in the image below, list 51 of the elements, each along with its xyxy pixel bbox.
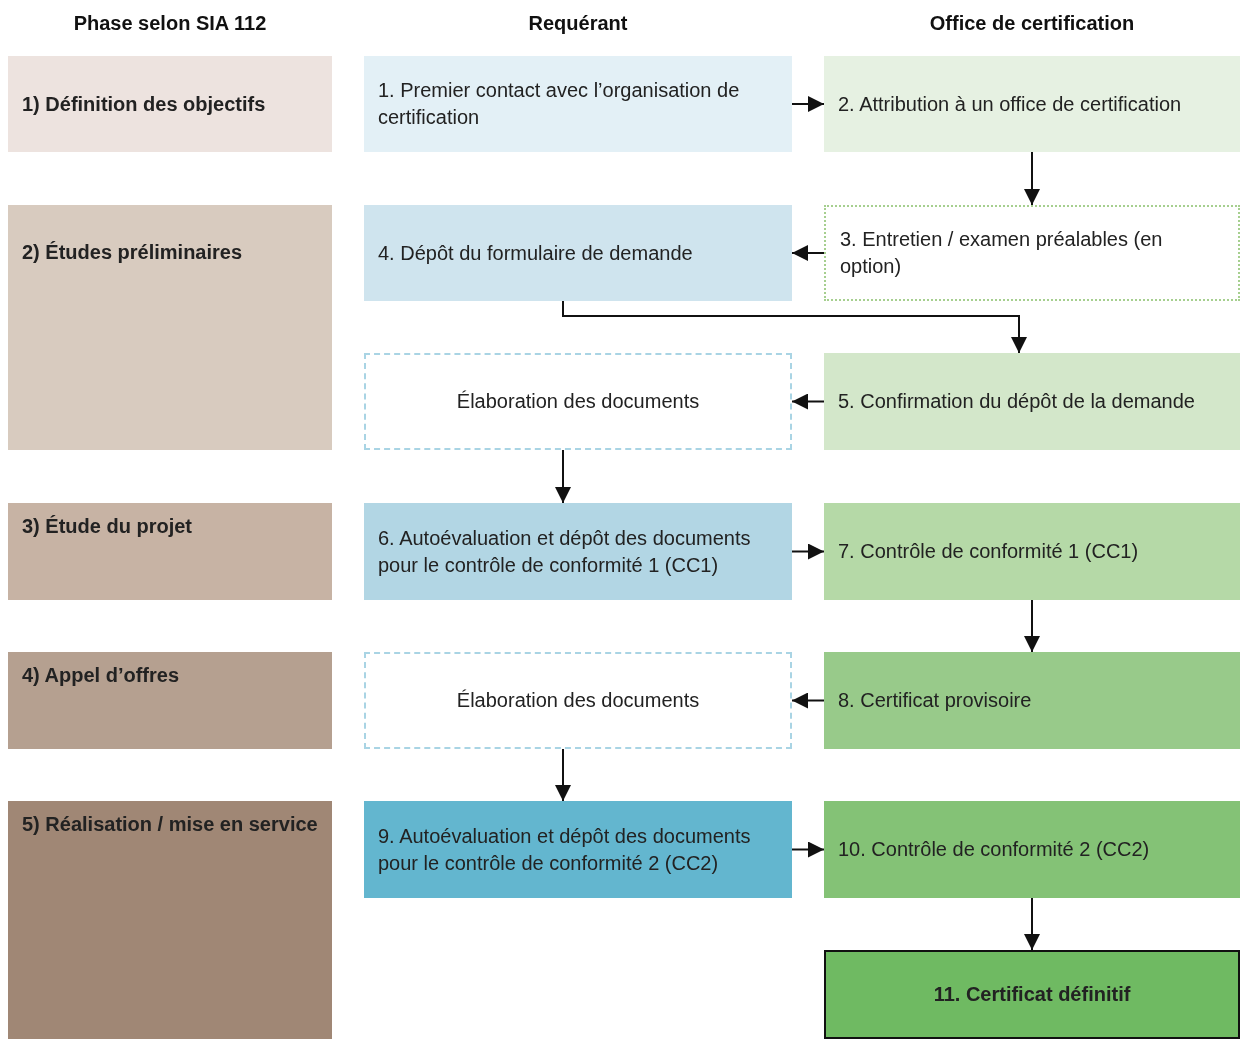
node-text: 8. Certificat provisoire (838, 688, 1032, 713)
arrow (791, 245, 825, 261)
node-text: 4) Appel d’offres (22, 663, 180, 688)
arrow (791, 393, 825, 410)
process-box (824, 801, 1240, 898)
node-text: 5. Confirmation du dépôt de la demande (838, 389, 1195, 414)
node-text: 1) Définition des objectifs (22, 91, 266, 117)
node-text: 10. Contrôle de conformité 2 (CC2) (838, 837, 1150, 862)
arrow (1024, 599, 1040, 653)
arrow (791, 543, 825, 560)
node-text: Élaboration des documents (456, 389, 700, 414)
final-box (824, 950, 1240, 1039)
arrow (562, 300, 1027, 354)
phase-box (8, 56, 332, 152)
column-header: Phase selon SIA 112 (72, 12, 268, 35)
node-text: 7. Contrôle de conformité 1 (CC1) (838, 539, 1139, 564)
node-text: Élaboration des documents (456, 688, 700, 713)
phase-box (8, 801, 332, 1039)
arrow (555, 748, 571, 802)
node-text: 6. Autoévaluation et dépôt des documents pour le contrôle de conformité 1 (CC1) (378, 525, 752, 578)
node-text: 4. Dépôt du formulaire de demande (378, 240, 693, 266)
process-box (824, 353, 1240, 450)
task-box (364, 652, 792, 749)
node-text: 2) Études préliminaires (22, 240, 243, 265)
node-text: 1. Premier contact avec l’organisation de certification (378, 78, 741, 130)
task-box (364, 353, 792, 450)
phase-box (8, 503, 332, 600)
phase-box (8, 652, 332, 749)
node-text: 5) Réalisation / mise en service (22, 812, 318, 837)
arrow (1024, 151, 1040, 206)
node-text: 3) Étude du projet (22, 514, 192, 539)
node-text: 11. Certificat définitif (933, 982, 1131, 1007)
node-text: 2. Attribution à un office de certification (838, 91, 1182, 117)
node-text: 9. Autoévaluation et dépôt des documents pour le contrôle de conformité 2 (CC2) (378, 823, 752, 876)
process-box (824, 56, 1240, 152)
node-text: 3. Entretien / examen préalables (en option) (840, 227, 1164, 279)
process-box (364, 56, 792, 152)
optional-step-box (824, 205, 1240, 301)
phase-box (8, 205, 332, 450)
process-box (364, 503, 792, 600)
process-box (364, 205, 792, 301)
arrow (791, 841, 825, 858)
arrow (791, 96, 825, 112)
arrow (555, 449, 571, 504)
arrow (791, 692, 825, 709)
process-box (824, 503, 1240, 600)
column-header: Requérant (527, 12, 629, 35)
arrow (1024, 897, 1040, 951)
process-box (364, 801, 792, 898)
process-box (824, 652, 1240, 749)
column-header: Office de certification (928, 12, 1136, 35)
